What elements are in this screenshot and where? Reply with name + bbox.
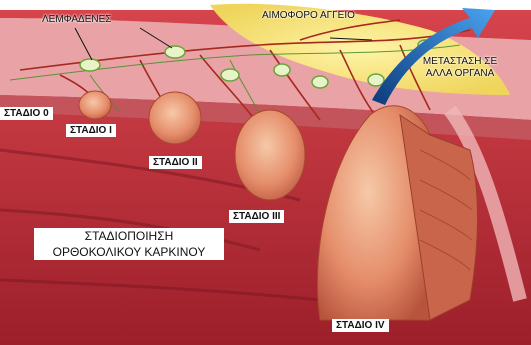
label-stage-2: ΣΤΑΔΙΟ ΙΙ <box>149 156 202 169</box>
tumor-stage-1 <box>79 91 111 119</box>
label-metastasis: ΜΕΤΑΣΤΑΣΗ ΣΕ ΑΛΛΑ ΟΡΓΑΝΑ <box>410 56 510 80</box>
label-metastasis-line1: ΜΕΤΑΣΤΑΣΗ ΣΕ <box>410 56 510 68</box>
title-line2: ΟΡΘΟΚΟΛΙΚΟΥ ΚΑΡΚΙΝΟΥ <box>34 244 224 260</box>
tumor-stage-2 <box>149 92 201 144</box>
label-blood-vessel: ΑΙΜΟΦΟΡΟ ΑΓΓΕΙΟ <box>262 10 355 21</box>
tumor-stage-3 <box>235 110 305 200</box>
label-lymph-nodes: ΛΕΜΦΑΔΕΝΕΣ <box>42 14 111 25</box>
label-stage-0: ΣΤΑΔΙΟ 0 <box>0 107 53 120</box>
label-stage-1: ΣΤΑΔΙΟ Ι <box>66 124 116 137</box>
title-line1: ΣΤΑΔΙΟΠΟΙΗΣΗ <box>34 228 224 244</box>
label-metastasis-line2: ΑΛΛΑ ΟΡΓΑΝΑ <box>410 68 510 80</box>
diagram-title: ΣΤΑΔΙΟΠΟΙΗΣΗ ΟΡΘΟΚΟΛΙΚΟΥ ΚΑΡΚΙΝΟΥ <box>34 228 224 260</box>
label-stage-4: ΣΤΑΔΙΟ ΙV <box>332 319 389 332</box>
label-stage-3: ΣΤΑΔΙΟ ΙΙΙ <box>229 210 284 223</box>
